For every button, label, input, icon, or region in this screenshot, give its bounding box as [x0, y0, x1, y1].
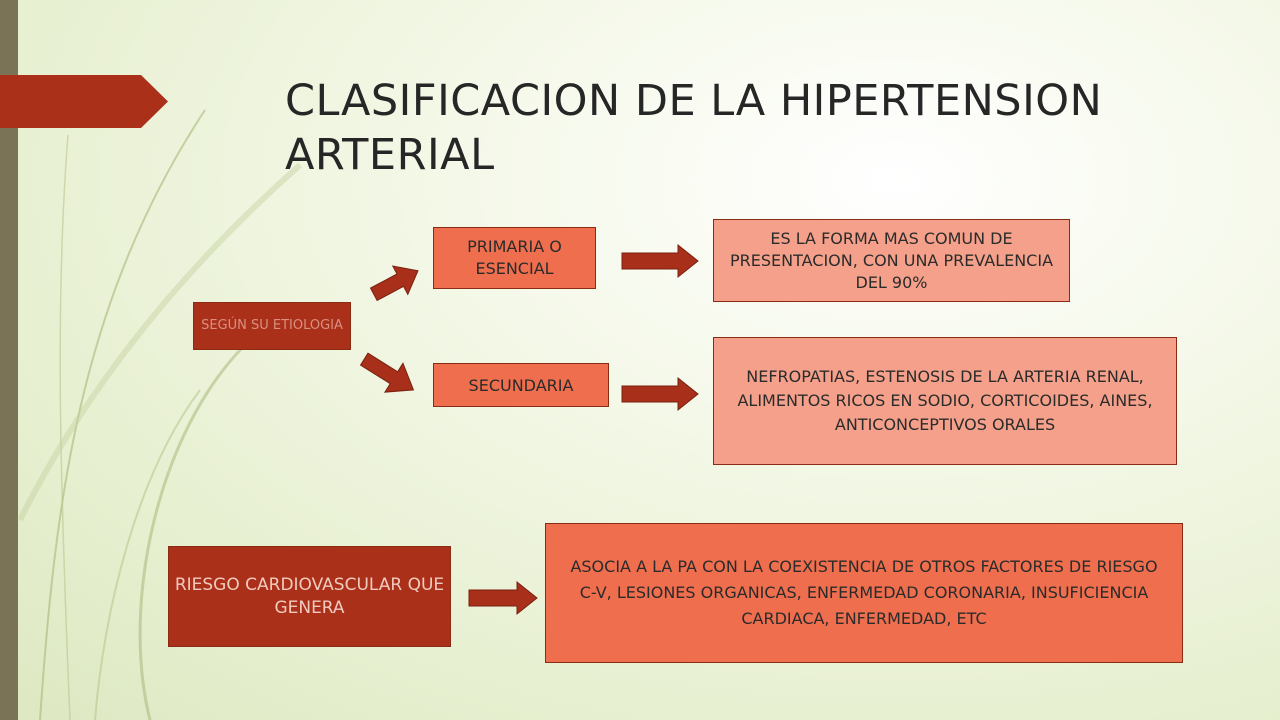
secundaria-box: SECUNDARIA: [433, 363, 609, 407]
secundaria-description-box: NEFROPATIAS, ESTENOSIS DE LA ARTERIA REN…: [713, 337, 1177, 465]
arrow-to-secundaria: [359, 352, 415, 393]
title-tab-shape: [0, 75, 168, 128]
etiologia-box: SEGÚN SU ETIOLOGIA: [193, 302, 351, 350]
primaria-description-box: ES LA FORMA MAS COMUN DE PRESENTACION, C…: [713, 219, 1070, 302]
left-accent-bar: [0, 0, 18, 720]
slide-title: CLASIFICACION DE LA HIPERTENSION ARTERIA…: [285, 76, 1103, 180]
arrow-to-primaria: [369, 265, 419, 302]
arrow-to-secundaria-desc: [621, 376, 699, 412]
primaria-box: PRIMARIA O ESENCIAL: [433, 227, 596, 289]
riesgo-box: RIESGO CARDIOVASCULAR QUE GENERA: [168, 546, 451, 647]
riesgo-description-box: ASOCIA A LA PA CON LA COEXISTENCIA DE OT…: [545, 523, 1183, 663]
arrow-to-primaria-desc: [621, 243, 699, 279]
arrow-to-riesgo-desc: [468, 580, 538, 616]
